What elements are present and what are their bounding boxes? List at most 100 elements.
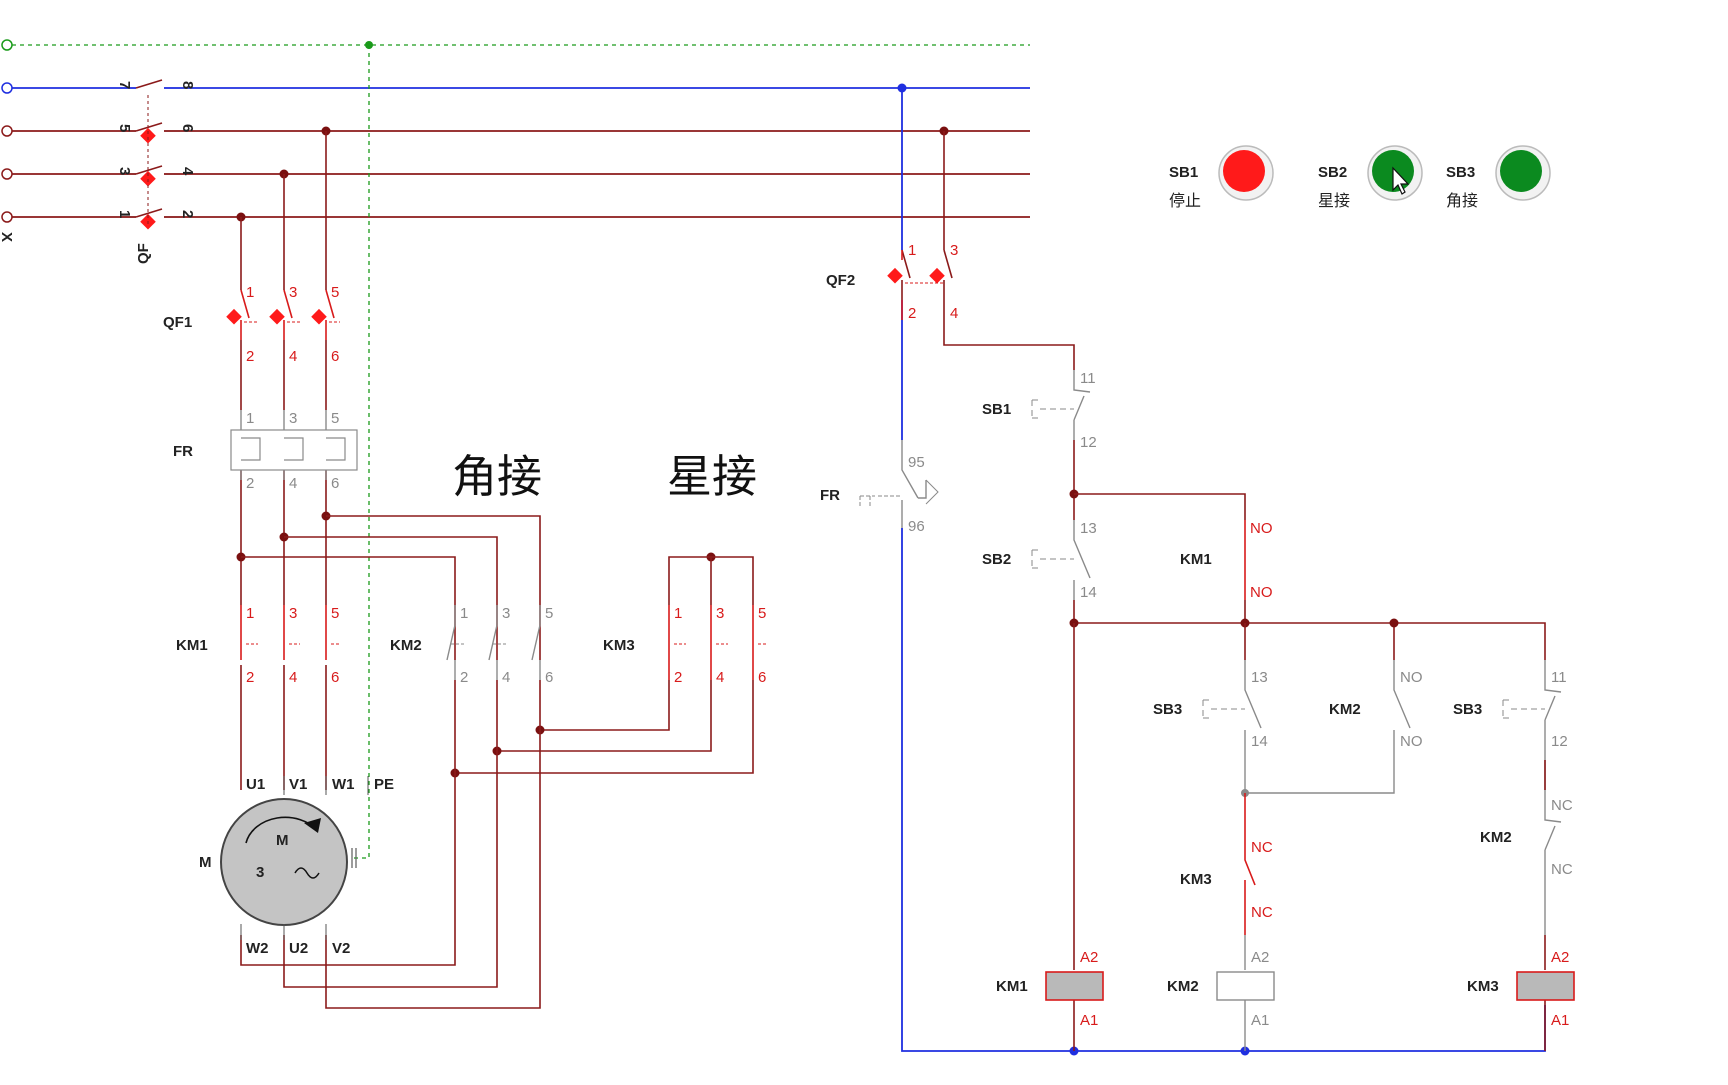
sb1-stop-button[interactable]: [1218, 145, 1274, 201]
motor-phase-label: 3: [256, 864, 264, 881]
sb3-nc-label: SB3: [1453, 701, 1482, 718]
terminal-w1: W1: [332, 776, 355, 793]
sb2-star-button[interactable]: [1367, 145, 1423, 201]
sb3-pin: 14: [1251, 733, 1268, 750]
km2-coil-label: KM2: [1167, 978, 1199, 995]
coil-pin: A1: [1551, 1012, 1569, 1029]
qf1-pin: 3: [289, 284, 297, 301]
qf-terminal: 1: [116, 210, 133, 218]
qf-terminal: 4: [179, 167, 196, 176]
coil-pin: A2: [1080, 949, 1098, 966]
sb3-button-label: SB3: [1446, 164, 1475, 181]
control-circuit: 1 3 2 4 QF2 95 96 FR 11 12 SB1 13 14: [820, 88, 1575, 1056]
sb1-pin: 12: [1080, 434, 1097, 451]
sb1-pin: 11: [1080, 370, 1096, 387]
fr-pin: 3: [289, 410, 297, 427]
qf-terminal: 2: [179, 210, 196, 218]
qf1-pin: 1: [246, 284, 254, 301]
coil-pin: A1: [1251, 1012, 1269, 1029]
terminal-w2: W2: [246, 940, 269, 957]
km3-pin: 4: [716, 669, 724, 686]
coil-pin: A1: [1080, 1012, 1098, 1029]
terminal-circle: [1, 125, 13, 137]
km2-pin: 2: [460, 669, 468, 686]
qf1-pin: 6: [331, 348, 339, 365]
terminal-circle: [1, 39, 13, 51]
sb1-contact-label: SB1: [982, 401, 1011, 418]
delta-title: 角接: [452, 450, 542, 503]
sb2-pin: 14: [1080, 584, 1097, 601]
push-buttons-panel: SB1 停止 SB2 星接 SB3 角接: [1169, 145, 1551, 210]
sb2-caption: 星接: [1318, 191, 1350, 210]
sb2-pin: 13: [1080, 520, 1097, 537]
sb3-lamp[interactable]: [1500, 150, 1542, 192]
km2-main-contacts: [446, 605, 541, 680]
fr-control-label: FR: [820, 487, 840, 504]
qf1-breaker: [226, 289, 340, 340]
fr-nc-contact: [859, 440, 939, 528]
km3-coil-label: KM3: [1467, 978, 1499, 995]
km2-nc-pin: NC: [1551, 797, 1573, 814]
coil-pin: A2: [1251, 949, 1269, 966]
qf1-pin: 2: [246, 348, 254, 365]
km2-label: KM2: [390, 637, 422, 654]
main-power-circuit: 1 3 5 2 4 6 QF1 1 3 5 2 4 6 FR 1: [163, 45, 766, 1009]
terminal-circle: [1, 82, 13, 94]
km2-aux-pin: NO: [1400, 733, 1423, 750]
power-bus: [1, 39, 1030, 230]
qf-terminal: 8: [179, 81, 196, 89]
km2-pin: 3: [502, 605, 510, 622]
qf2-pin: 4: [950, 305, 958, 322]
sb2-no-contact: [1031, 520, 1091, 600]
qf2-pin: 2: [908, 305, 916, 322]
km1-aux-pin: NO: [1250, 520, 1273, 537]
fr-pin: 4: [289, 475, 297, 492]
sb1-button-label: SB1: [1169, 164, 1198, 181]
qf2-pin: 1: [908, 242, 916, 259]
sb3-delta-button[interactable]: [1495, 145, 1551, 201]
km1-aux-pin: NO: [1250, 584, 1273, 601]
km3-aux-pin: NC: [1251, 904, 1273, 921]
sb1-lamp[interactable]: [1223, 150, 1265, 192]
km3-aux-label: KM3: [1180, 871, 1212, 888]
sb3-nc-pin: 12: [1551, 733, 1568, 750]
km1-label: KM1: [176, 637, 208, 654]
km3-pin: 3: [716, 605, 724, 622]
sb3-nc-pin: 11: [1551, 669, 1567, 686]
qf1-label: QF1: [163, 314, 192, 331]
sb3-pin: 13: [1251, 669, 1268, 686]
mouse-cursor-icon: [1392, 166, 1410, 195]
km1-pin: 2: [246, 669, 254, 686]
motor-label: M: [199, 854, 212, 871]
km1-pin: 3: [289, 605, 297, 622]
x-label: X: [0, 232, 15, 242]
qf-terminal-labels: 7 5 3 1 8 6 4 2 QF X: [0, 81, 196, 264]
qf2-label: QF2: [826, 272, 855, 289]
km3-pin: 5: [758, 605, 766, 622]
km1-pin: 4: [289, 669, 297, 686]
sb1-nc-contact: [1031, 370, 1091, 440]
km2-nc-pin: NC: [1551, 861, 1573, 878]
fr-nc-pin: 95: [908, 454, 925, 471]
km3-pin: 1: [674, 605, 682, 622]
terminal-u1: U1: [246, 776, 265, 793]
km3-label: KM3: [603, 637, 635, 654]
fr-nc-pin: 96: [908, 518, 925, 535]
qf-terminal: 6: [179, 124, 196, 132]
qf2-breaker: [887, 131, 1075, 370]
fr-pin: 2: [246, 475, 254, 492]
km2-pin: 1: [460, 605, 468, 622]
fr-pin: 1: [246, 410, 254, 427]
km2-pin: 5: [545, 605, 553, 622]
km2-coil: [1216, 971, 1275, 1001]
qf1-pin: 5: [331, 284, 339, 301]
terminal-circle: [1, 168, 13, 180]
sb3-nc-contact: [1502, 660, 1562, 760]
motor: [220, 798, 348, 926]
fr-pin: 5: [331, 410, 339, 427]
fr-label: FR: [173, 443, 193, 460]
sb2-button-label: SB2: [1318, 164, 1347, 181]
km1-aux-label: KM1: [1180, 551, 1212, 568]
